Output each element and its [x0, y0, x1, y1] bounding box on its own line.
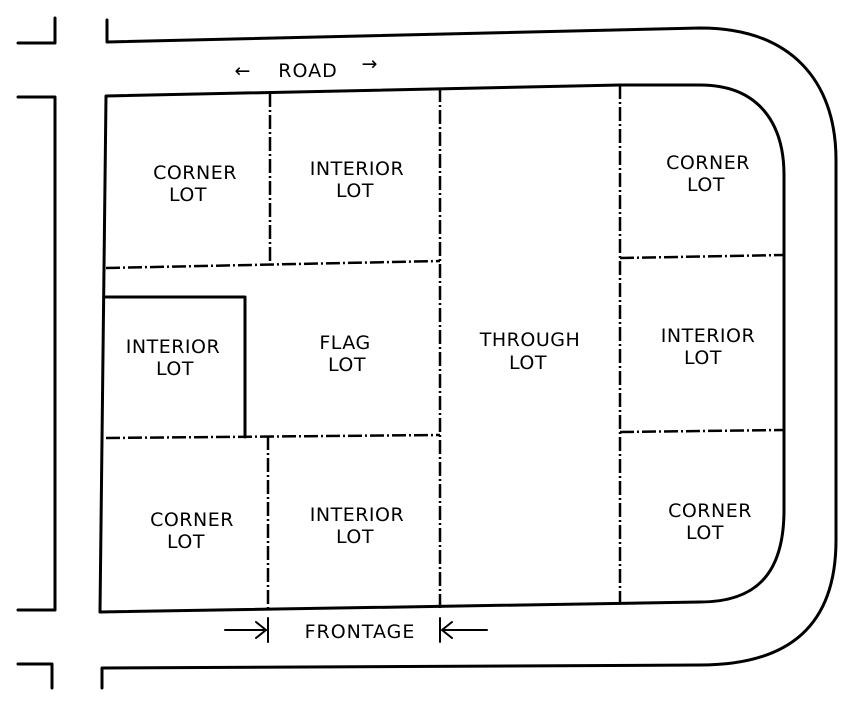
- flag-lot: FLAG LOT: [319, 332, 370, 376]
- interior-lot-left: INTERIOR LOT: [126, 336, 220, 380]
- curb-top-left-corner: [16, 16, 57, 45]
- curb-outer-road: [100, 18, 838, 690]
- curb-left-street-inner: [16, 95, 57, 612]
- block-outline: [98, 83, 786, 614]
- corner-lot-top-right: CORNER LOT: [666, 152, 750, 196]
- lot-label-line2: LOT: [328, 354, 366, 376]
- interior-lot-right: INTERIOR LOT: [661, 325, 755, 369]
- lot-label-line1: INTERIOR: [310, 504, 404, 526]
- lot-labels: CORNER LOT INTERIOR LOT INTERIOR LOT FLA…: [126, 152, 755, 553]
- lot-label-line2: LOT: [167, 531, 205, 553]
- lot-label-line1: THROUGH: [479, 329, 580, 351]
- lot-label-line2: LOT: [684, 347, 722, 369]
- frontage-label: FRONTAGE: [305, 621, 416, 643]
- frontage-arrow-right-head: [441, 621, 453, 639]
- lot-label-line1: CORNER: [666, 152, 750, 174]
- lot-label-line2: LOT: [169, 184, 207, 206]
- lot-label-line1: CORNER: [668, 500, 752, 522]
- lot-label-line1: FLAG: [319, 332, 370, 354]
- interior-lot-top: INTERIOR LOT: [310, 158, 404, 202]
- street-curbs: [16, 16, 838, 690]
- lot-label-line2: LOT: [336, 526, 374, 548]
- frontage-dimension: FRONTAGE: [224, 617, 488, 643]
- lot-label-line2: LOT: [686, 522, 724, 544]
- corner-lot-bottom-left: CORNER LOT: [150, 509, 234, 553]
- interior-lot-bottom: INTERIOR LOT: [310, 504, 404, 548]
- lot-label-line2: LOT: [509, 352, 547, 374]
- lot-label-line1: CORNER: [153, 162, 237, 184]
- lot-line-h-right-upper: [619, 253, 785, 260]
- lot-label-line1: INTERIOR: [661, 325, 755, 347]
- lot-line-h-top-left: [105, 259, 441, 270]
- curb-bottom-left-corner: [16, 662, 54, 690]
- lot-label-line2: LOT: [687, 174, 725, 196]
- lot-label-line2: LOT: [336, 180, 374, 202]
- block-lines: [98, 83, 786, 614]
- lot-label-line1: CORNER: [150, 509, 234, 531]
- corner-lot-top-left: CORNER LOT: [153, 162, 237, 206]
- lot-label-line1: INTERIOR: [310, 158, 404, 180]
- lot-line-h-right-lower: [619, 428, 785, 434]
- flag-lot-pole-outline: [104, 295, 247, 439]
- through-lot: THROUGH LOT: [479, 329, 580, 374]
- lot-label-line1: INTERIOR: [126, 336, 220, 358]
- corner-lot-bottom-right: CORNER LOT: [668, 500, 752, 544]
- road-label-group: ← ROAD →: [235, 53, 379, 82]
- frontage-arrow-left-head: [255, 621, 267, 639]
- lot-label-line2: LOT: [156, 358, 194, 380]
- road-right-arrow: →: [362, 53, 379, 75]
- road-label: ROAD: [278, 60, 337, 82]
- lot-line-h-bottom-left: [105, 433, 441, 440]
- road-left-arrow: ←: [235, 60, 252, 82]
